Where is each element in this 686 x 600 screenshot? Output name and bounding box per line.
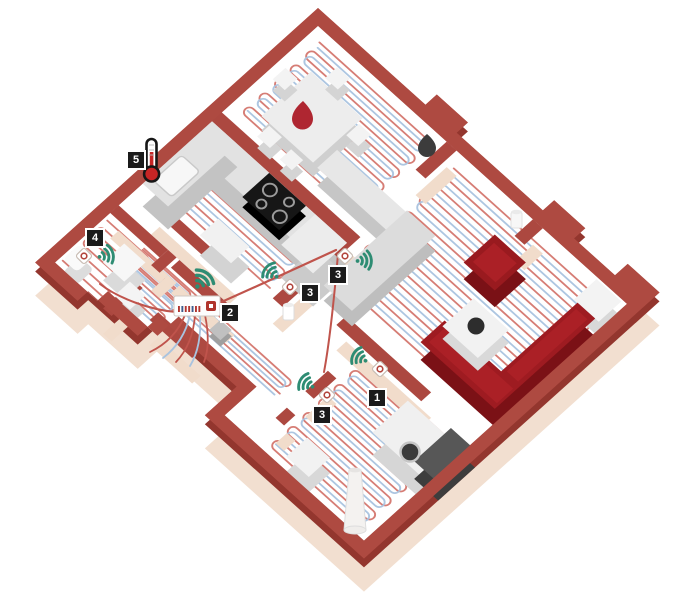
apartment-plan — [35, 0, 660, 592]
wall-kitchen-dining — [211, 111, 360, 245]
chair-side — [325, 78, 350, 101]
sofa-cushion — [506, 309, 588, 382]
badge-3b: 3 — [302, 285, 318, 301]
sideboard — [317, 149, 415, 238]
wall-entrance-side — [149, 337, 201, 384]
red-bowl-decor — [292, 101, 313, 130]
chair-side — [346, 135, 372, 158]
cooktop-burners — [255, 182, 296, 224]
manifold-connectors — [178, 306, 201, 312]
thermometer-icon — [142, 137, 161, 183]
badge-3c: 3 — [314, 407, 330, 423]
dark-vase-decor — [418, 134, 436, 157]
refrigerator — [281, 214, 347, 274]
sofa-cushion — [429, 327, 514, 404]
heating-loop-dining-room-return — [246, 46, 426, 208]
living-vase — [510, 209, 523, 229]
wall-bathroom-east-a — [151, 249, 177, 273]
markers-and-decor — [74, 101, 523, 535]
chair — [279, 149, 304, 171]
tv-cabinet — [323, 210, 436, 311]
cooktop — [242, 172, 306, 231]
wall-stub-dining-living — [415, 141, 457, 179]
wall-stub-living — [514, 219, 543, 245]
sofa — [420, 302, 596, 409]
heating-manifold-icon — [173, 265, 221, 317]
chair — [257, 125, 282, 149]
dark-chest — [414, 428, 475, 483]
wall-living-bedroom — [336, 316, 432, 402]
kitchen-cabinet — [199, 218, 250, 264]
chair-side — [257, 137, 282, 160]
tall-floor-vase — [343, 467, 367, 535]
wall-kitchen-hall-side — [151, 226, 238, 305]
refrigerator-side — [281, 247, 347, 307]
chair-side — [279, 160, 304, 182]
side-table — [573, 279, 622, 322]
badge-4: 4 — [87, 230, 103, 246]
badge-1: 1 — [369, 390, 385, 406]
wall-bathroom-east-a-side — [151, 275, 177, 299]
badge-2: 2 — [222, 305, 238, 321]
hall-vase — [282, 302, 295, 321]
black-bowl-decor — [467, 317, 485, 335]
chair — [325, 67, 350, 90]
nightstand — [286, 437, 331, 478]
badge-5: 5 — [128, 152, 144, 168]
wall-hall-bedroom-a — [305, 370, 337, 399]
wall-bathroom-north — [110, 205, 169, 258]
armchair-cushion — [472, 242, 517, 283]
chair-side — [272, 79, 298, 102]
wall-hall-bedroom-b-side — [275, 433, 296, 451]
washing-machine-door — [399, 441, 421, 463]
badge-3a: 3 — [330, 267, 346, 283]
chair — [346, 123, 372, 147]
wall-stub-dining-living-side — [415, 167, 457, 205]
chair — [272, 67, 298, 91]
wall-hall-bedroom-b — [275, 407, 296, 426]
kitchen-sink — [154, 155, 200, 197]
kitchen-cabinet-side — [199, 239, 250, 284]
